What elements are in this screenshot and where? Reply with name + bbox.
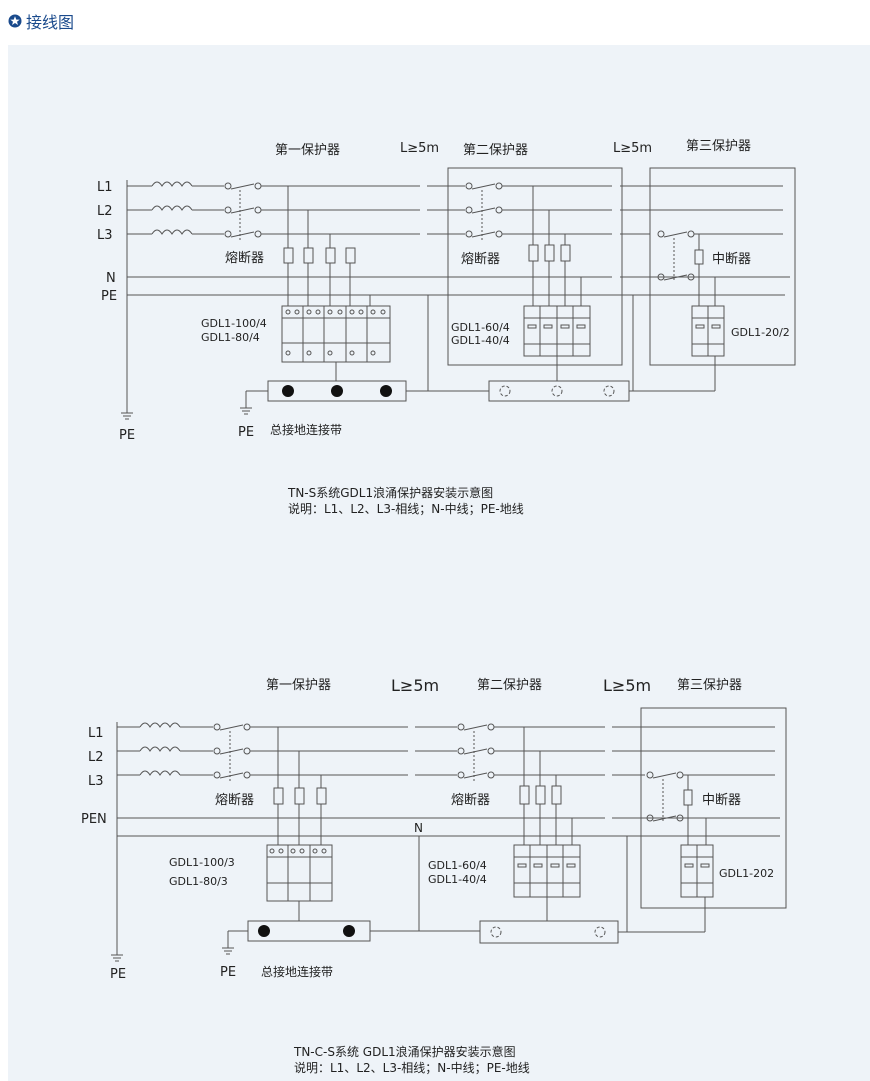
section-title: 接线图 [26, 13, 75, 32]
label-fuse: 熔断器 [215, 793, 254, 808]
diagram-tn-s [121, 167, 796, 420]
label-fuse: 熔断器 [225, 251, 264, 266]
label-ground-bus: 总接地连接带 [270, 422, 342, 437]
label-third-protector: 第三保护器 [686, 139, 751, 154]
diagram-tn-s-labels: 第一保护器 L≥5m 第二保护器 L≥5m 第三保护器 L1 L2 L3 N P… [97, 139, 790, 516]
caption-title: TN-C-S系统 GDL1浪涌保护器安装示意图 [293, 1044, 516, 1059]
label-pe: PE [101, 289, 117, 304]
label-n: N [414, 821, 423, 835]
label-first-protector: 第一保护器 [266, 678, 331, 693]
label-second-protector: 第二保护器 [477, 678, 542, 693]
star-badge-icon [8, 14, 22, 28]
section-header: 接线图 [8, 8, 74, 34]
label-pe-ground: PE [110, 967, 126, 982]
caption-legend: 说明：L1、L2、L3-相线；N-中线；PE-地线 [288, 501, 524, 516]
label-spd2-model-a: GDL1-60/4 [428, 859, 487, 872]
label-breaker: 中断器 [702, 793, 741, 808]
label-spd1-model-b: GDL1-80/4 [201, 331, 260, 344]
label-spd1-model-a: GDL1-100/4 [201, 317, 267, 330]
label-l1: L1 [88, 726, 104, 741]
caption-title: TN-S系统GDL1浪涌保护器安装示意图 [287, 485, 493, 500]
caption-legend: 说明：L1、L2、L3-相线；N-中线；PE-地线 [294, 1060, 530, 1075]
label-first-protector: 第一保护器 [275, 143, 340, 158]
label-spd3-model: GDL1-202 [719, 867, 774, 880]
label-l3: L3 [88, 774, 104, 789]
label-breaker: 中断器 [712, 252, 751, 267]
label-l1: L1 [97, 180, 113, 195]
label-l2: L2 [88, 750, 104, 765]
label-fuse: 熔断器 [461, 252, 500, 267]
diagram-tn-c-s [111, 707, 787, 962]
label-fuse: 熔断器 [451, 793, 490, 808]
label-second-protector: 第二保护器 [463, 143, 528, 158]
label-distance: L≥5m [613, 141, 652, 156]
label-distance: L≥5m [603, 676, 651, 695]
label-n: N [106, 271, 116, 286]
label-spd2-model-b: GDL1-40/4 [451, 334, 510, 347]
label-third-protector: 第三保护器 [677, 678, 742, 693]
label-pen: PEN [81, 812, 107, 827]
label-ground-bus: 总接地连接带 [261, 964, 333, 979]
diagram-tn-c-s-labels: 第一保护器 L≥5m 第二保护器 L≥5m 第三保护器 L1 L2 L3 PEN… [81, 676, 774, 1075]
label-l2: L2 [97, 204, 113, 219]
label-spd1-model-b: GDL1-80/3 [169, 875, 228, 888]
label-spd2-model-a: GDL1-60/4 [451, 321, 510, 334]
label-spd3-model: GDL1-20/2 [731, 326, 790, 339]
label-distance: L≥5m [400, 141, 439, 156]
label-pe-ground: PE [119, 428, 135, 443]
label-spd1-model-a: GDL1-100/3 [169, 856, 235, 869]
label-pe-bus: PE [238, 425, 254, 440]
label-spd2-model-b: GDL1-40/4 [428, 873, 487, 886]
label-pe-bus: PE [220, 965, 236, 980]
label-l3: L3 [97, 228, 113, 243]
label-distance: L≥5m [391, 676, 439, 695]
